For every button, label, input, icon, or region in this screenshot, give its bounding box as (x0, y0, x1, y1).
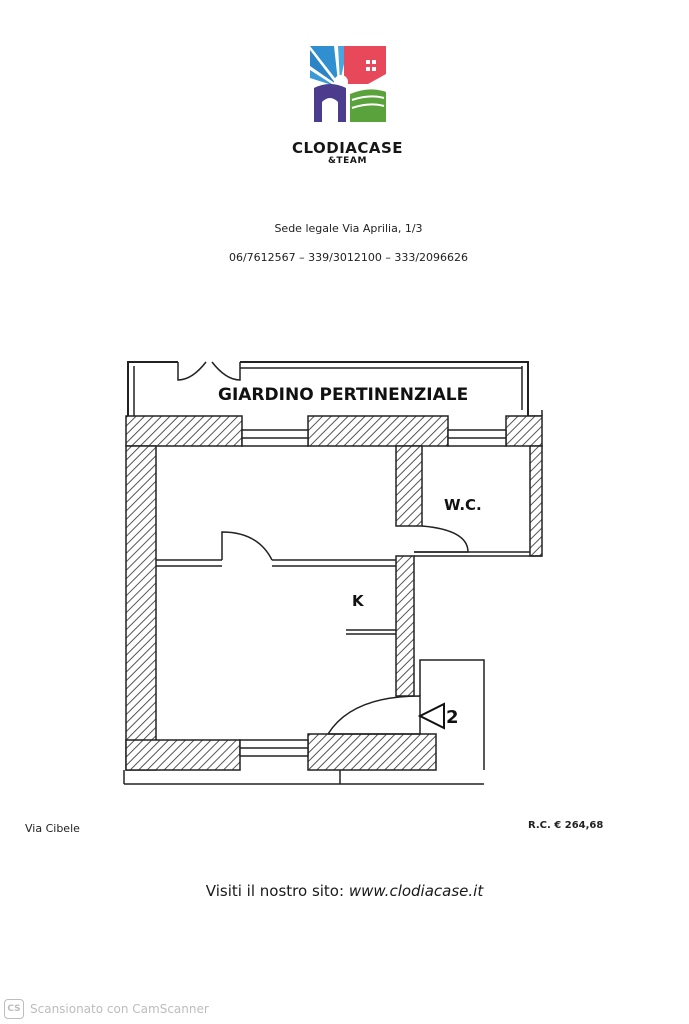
doors (221, 525, 469, 735)
logo-arch (314, 84, 346, 122)
website-link[interactable]: www.clodiacase.it (348, 882, 484, 900)
logo-house (344, 46, 386, 84)
scanner-watermark: CS Scansionato con CamScanner (4, 999, 209, 1019)
camscanner-icon: CS (4, 999, 24, 1019)
garden-label: GIARDINO PERTINENZIALE (218, 385, 468, 405)
windows (239, 429, 507, 757)
logo-fields (350, 89, 386, 122)
cadastral-income: R.C. € 264,68 (528, 820, 604, 831)
phone-numbers: 06/7612567 – 339/3012100 – 333/2096626 (228, 251, 469, 264)
wc-label: W.C. (444, 496, 482, 514)
entrance-number: 2 (446, 707, 459, 728)
website-line: Visiti il nostro sito: www.clodiacase.it (0, 882, 689, 900)
legal-address: Sede legale Via Aprilia, 1/3 (274, 222, 423, 235)
brand-subtitle: &TEAM (327, 156, 368, 166)
scanner-text: Scansionato con CamScanner (30, 1002, 209, 1016)
brand-name: CLODIACASE (291, 139, 404, 157)
walls (125, 415, 543, 771)
kitchen-label: K (352, 592, 365, 610)
entrance-arrow-icon (417, 702, 445, 730)
street-name: Via Cibele (25, 822, 80, 835)
garden-area (127, 361, 543, 417)
website-prefix: Visiti il nostro sito: (205, 882, 345, 900)
clodiacase-logo (310, 46, 386, 122)
